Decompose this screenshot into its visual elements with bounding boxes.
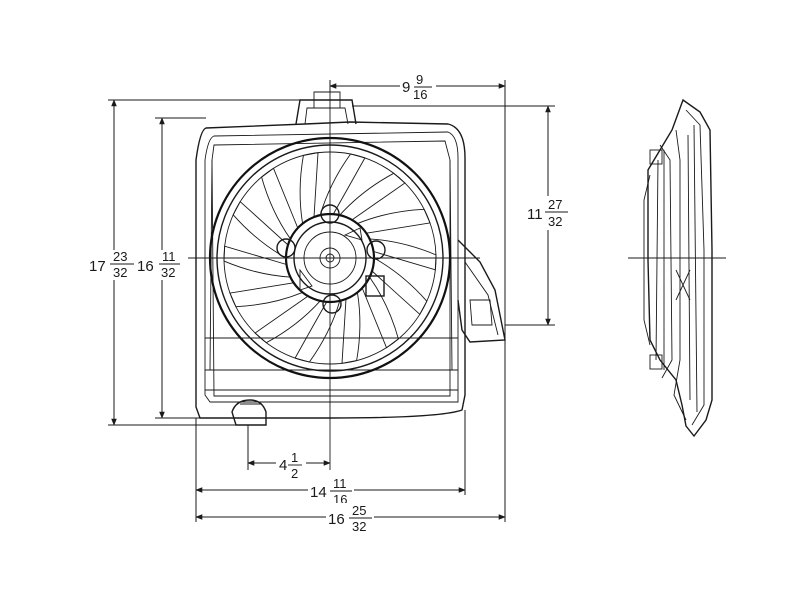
fan-blade [261, 167, 299, 240]
fan-blade [223, 245, 291, 278]
svg-text:17: 17 [89, 258, 106, 275]
shroud-inner [204, 131, 459, 403]
fan-blade [294, 300, 341, 363]
fan-blade [369, 238, 437, 271]
svg-text:2: 2 [291, 466, 298, 481]
svg-text:16: 16 [137, 258, 154, 275]
svg-text:11: 11 [527, 206, 543, 223]
top-mount-tab [295, 99, 357, 125]
svg-text:1: 1 [291, 450, 298, 465]
svg-text:14: 14 [310, 484, 327, 501]
fan-blades [223, 152, 437, 364]
svg-text:23: 23 [113, 249, 127, 264]
svg-text:32: 32 [161, 265, 175, 280]
fan-blade [229, 282, 303, 308]
dim-top-width: 9 9 16 [402, 72, 432, 102]
svg-text:11: 11 [162, 249, 176, 264]
svg-text:27: 27 [548, 197, 562, 212]
dim-bottom-offset: 4 1 2 [279, 450, 302, 481]
svg-text:9: 9 [416, 72, 423, 87]
side-profile-outer [647, 98, 713, 438]
dim-overall-width: 16 25 32 [328, 503, 372, 534]
svg-text:16: 16 [328, 511, 345, 528]
front-view [188, 80, 506, 470]
dim-left-inner-height: 16 11 32 [137, 249, 180, 280]
bottom-drain-tab [231, 399, 267, 426]
fan-blade [232, 200, 289, 259]
fan-blade [299, 152, 319, 224]
motor-hub [276, 204, 386, 314]
svg-text:11: 11 [333, 476, 347, 491]
fan-blade [357, 208, 431, 234]
fan-blade [371, 257, 428, 316]
fan-blade [341, 292, 361, 364]
shroud-outline [195, 121, 466, 419]
dim-left-overall-height: 17 23 32 [89, 249, 134, 280]
dim-right-height: 11 27 32 [527, 197, 568, 229]
svg-text:32: 32 [548, 214, 562, 229]
fan-blade [319, 153, 366, 216]
side-view [628, 98, 726, 438]
fan-blade [339, 172, 406, 221]
svg-text:25: 25 [352, 503, 366, 518]
svg-text:4: 4 [279, 457, 287, 474]
fan-blade [361, 276, 399, 349]
svg-text:16: 16 [413, 87, 427, 102]
fan-blade [254, 295, 321, 344]
svg-text:9: 9 [402, 79, 410, 96]
svg-text:32: 32 [352, 519, 366, 534]
svg-text:32: 32 [113, 265, 127, 280]
